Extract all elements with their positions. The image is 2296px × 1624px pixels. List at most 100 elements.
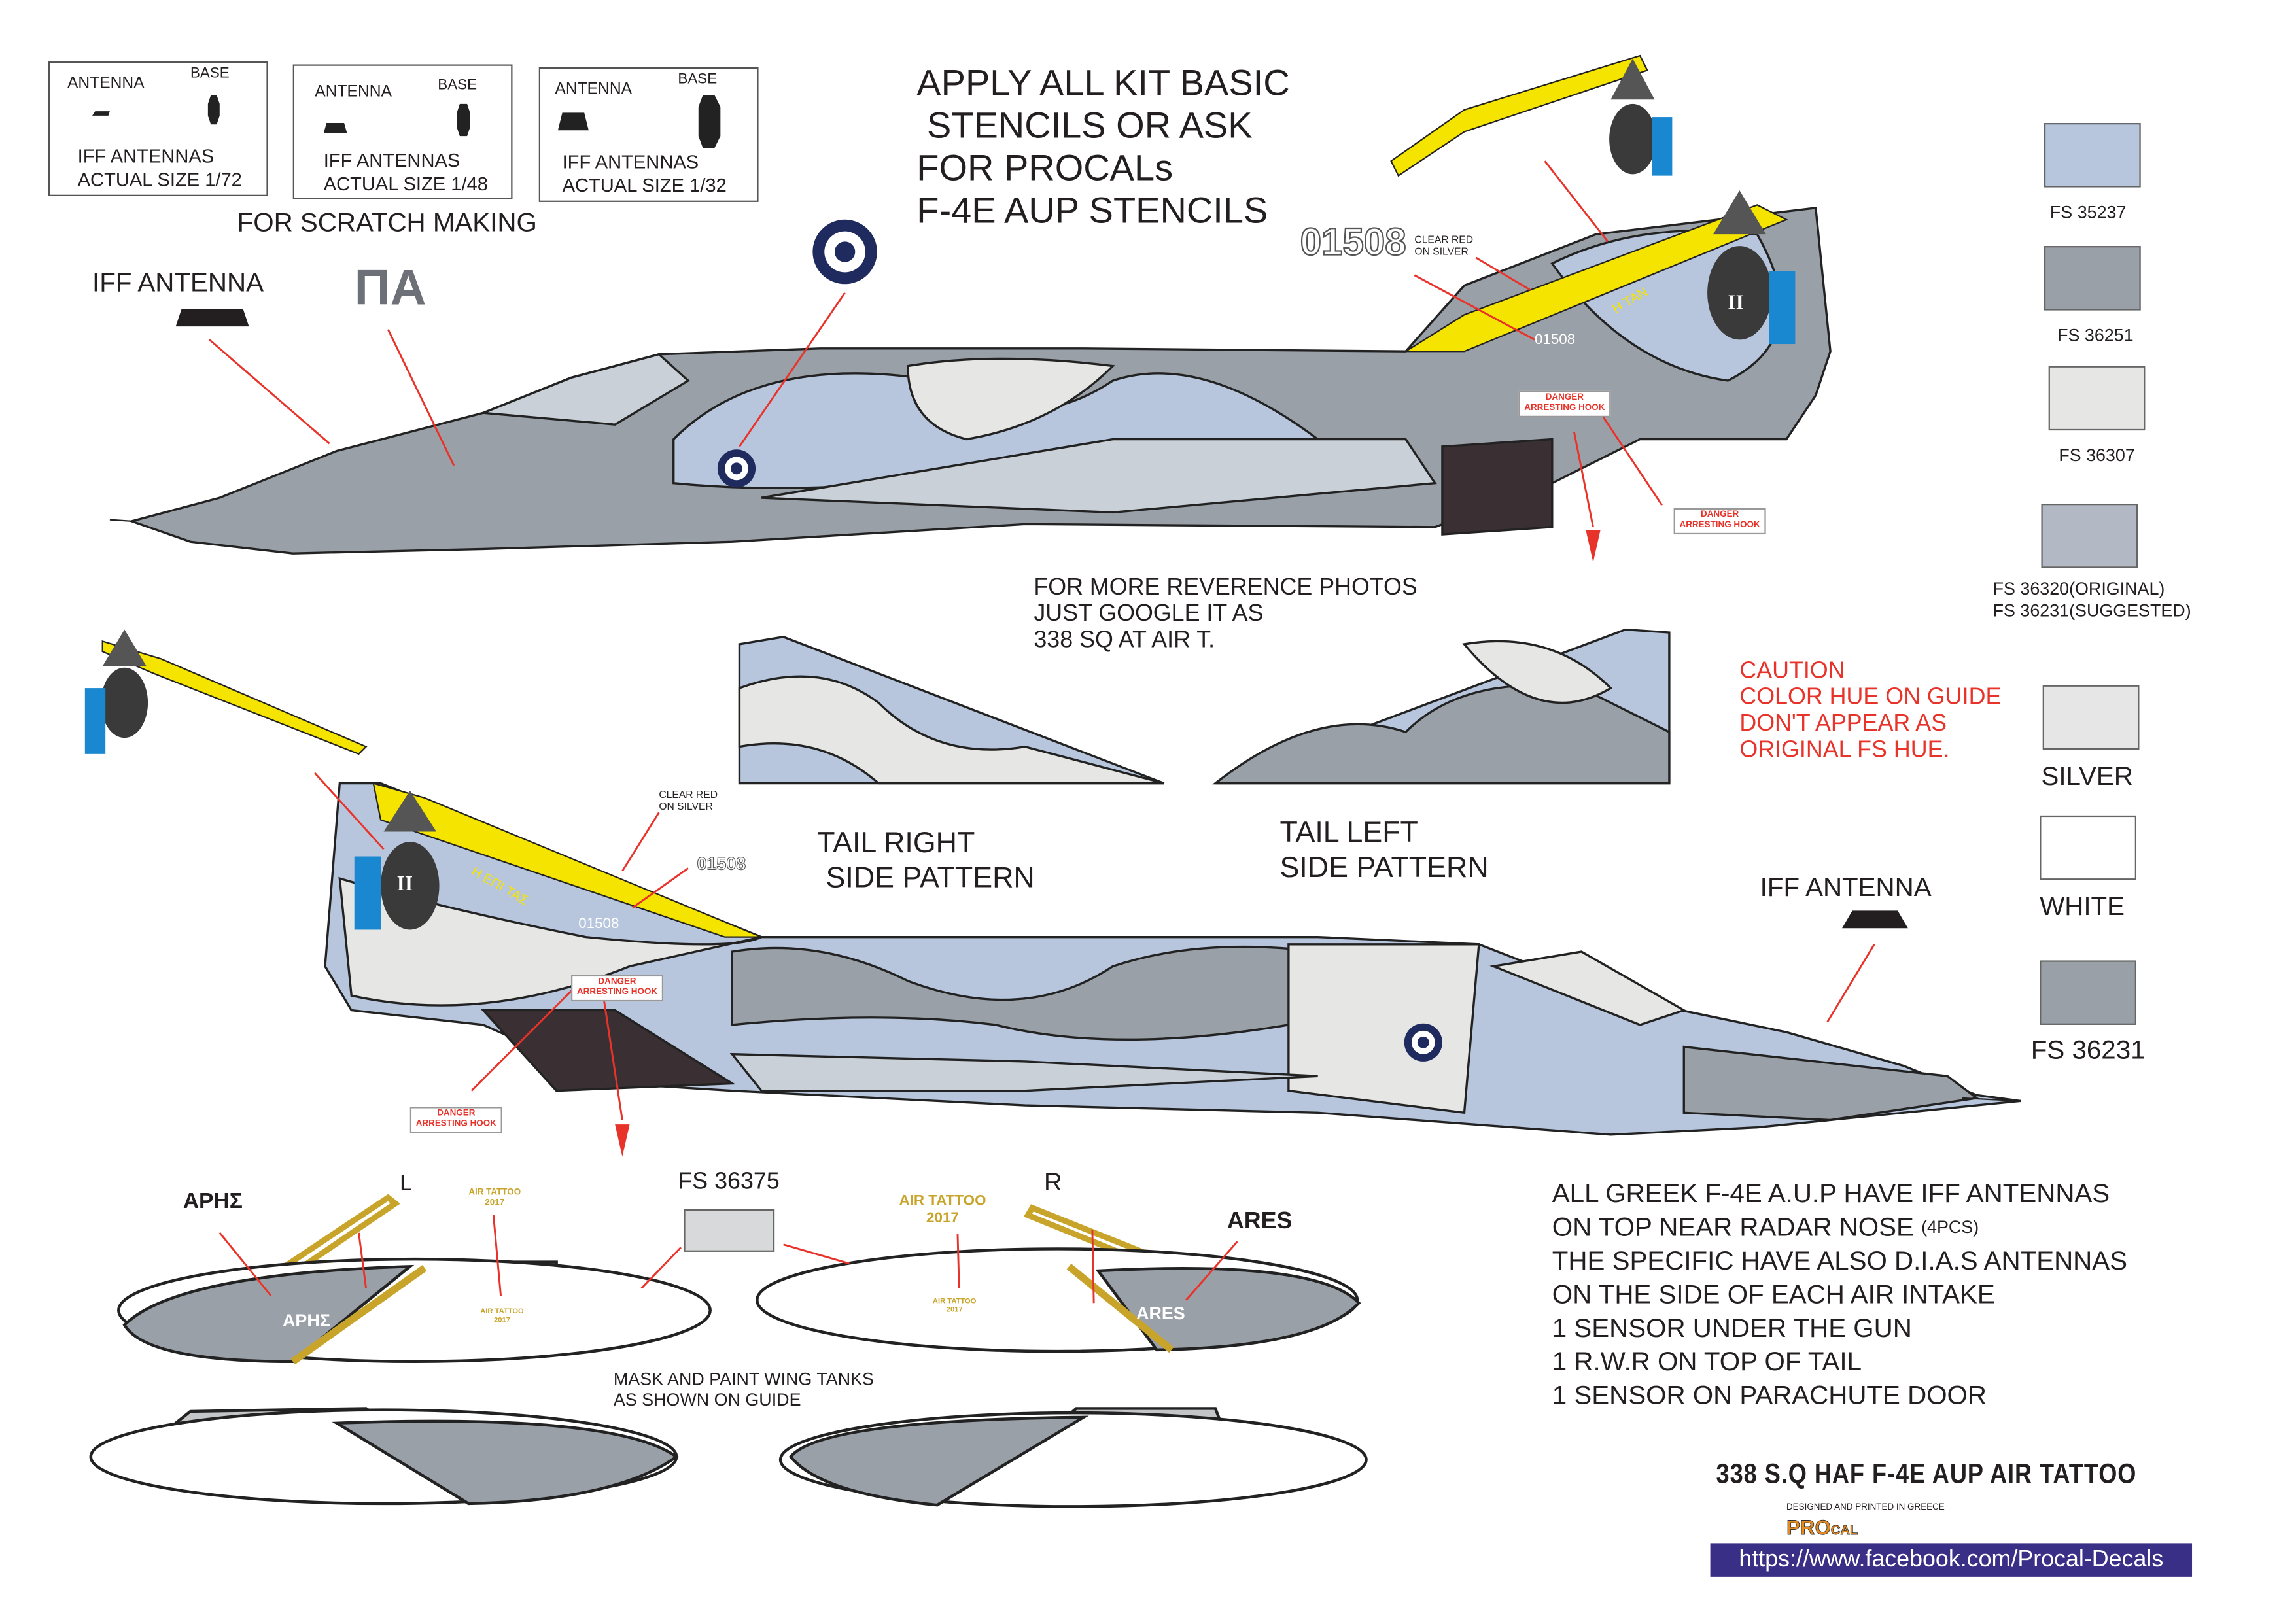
antenna-box-1-72: ANTENNA BASE IFF ANTENNAS ACTUAL SIZE 1/… [48, 61, 268, 196]
label-line: SIDE PATTERN [826, 862, 1035, 895]
base-label: BASE [678, 71, 718, 88]
decal-line: 2017 [926, 1211, 959, 1227]
decal-line: AIR TATTOO [932, 1297, 977, 1306]
aphs-on-tank: ΑΡΗΣ [283, 1310, 330, 1331]
danger-line: ARRESTING HOOK [1679, 521, 1760, 530]
decal-line: AIR TATTOO [468, 1188, 521, 1198]
note-line: CLEAR RED [659, 790, 718, 801]
label-line: TAIL RIGHT [817, 827, 975, 859]
antenna-label: ANTENNA [555, 80, 633, 98]
decal-line: AIR TATTOO [480, 1307, 524, 1317]
swatch-label: FS 36307 [2059, 445, 2135, 466]
badge-numeral: II [396, 874, 413, 896]
base-label: BASE [190, 65, 230, 82]
note-line: ON SILVER [1414, 247, 1469, 258]
danger-line: ARRESTING HOOK [1524, 404, 1605, 413]
swatch-label-line: FS 36231(SUGGESTED) [1992, 600, 2191, 621]
serial-on-tail: 01508 [578, 916, 619, 933]
box-line1: IFF ANTENNAS [323, 149, 461, 171]
caution-line: COLOR HUE ON GUIDE [1739, 685, 2002, 710]
apply-line: F-4E AUP STENCILS [916, 190, 1268, 232]
decal-line: AIR TATTOO [899, 1193, 986, 1210]
designed-note: DESIGNED AND PRINTED IN GREECE [1786, 1503, 1945, 1513]
note-count: (4PCS) [1921, 1217, 1979, 1237]
swatch-label: SILVER [2041, 761, 2133, 791]
label-line: TAIL LEFT [1279, 817, 1418, 850]
apply-line: STENCILS OR ASK [926, 105, 1253, 147]
wizard-badge-icon [1707, 190, 1796, 345]
note-line: 1 SENSOR ON PARACHUTE DOOR [1552, 1380, 1987, 1410]
swatch-fs36231 [2040, 960, 2136, 1025]
swatch-white [2040, 815, 2136, 880]
sheet-title: 338 S.Q HAF F-4E AUP AIR TATTOO [1716, 1459, 2137, 1491]
right-tank-label: R [1044, 1168, 1062, 1196]
swatch-label: FS 36231 [2030, 1035, 2146, 1065]
note-line: ON SILVER [659, 802, 713, 813]
apply-line: APPLY ALL KIT BASIC [916, 63, 1290, 104]
box-line2: ACTUAL SIZE 1/48 [323, 173, 488, 195]
note-line: 1 R.W.R ON TOP OF TAIL [1552, 1347, 1862, 1377]
antenna-shapes [323, 103, 470, 137]
left-tank-label: L [400, 1171, 412, 1196]
wizard-badge-icon [84, 629, 148, 754]
procal-logo: PROCAL [1786, 1515, 1858, 1542]
note-line: CLEAR RED [1414, 235, 1474, 247]
apply-line: FOR PROCALs [916, 148, 1174, 189]
fs36375-label: FS 36375 [678, 1169, 780, 1195]
iff-antenna-label-right: IFF ANTENNA [1760, 872, 1932, 902]
note-line: ON TOP NEAR RADAR NOSE (4PCS) [1552, 1211, 2127, 1244]
danger-line: DANGER [1545, 394, 1584, 403]
antenna-box-1-48: ANTENNA BASE IFF ANTENNAS ACTUAL SIZE 1/… [292, 64, 513, 199]
logo-pro: PRO [1786, 1515, 1832, 1539]
swatch-label: FS 36251 [2057, 324, 2134, 346]
note-line: ON THE SIDE OF EACH AIR INTAKE [1552, 1279, 1995, 1309]
swatch-fs36307 [2048, 366, 2146, 431]
base-label: BASE [438, 77, 478, 94]
swatch-label: WHITE [2040, 891, 2125, 922]
note-line: AS SHOWN ON GUIDE [613, 1389, 801, 1410]
box-line1: IFF ANTENNAS [562, 150, 699, 173]
danger-line: DANGER [1701, 511, 1739, 520]
antenna-label: ANTENNA [67, 75, 145, 93]
swatch-label: FS 35237 [2049, 201, 2127, 223]
facebook-url-link[interactable]: https://www.facebook.com/Procal-Decals [1710, 1543, 2193, 1577]
serial-outline-small: 01508 [697, 853, 746, 874]
note-line: 1 SENSOR UNDER THE GUN [1552, 1313, 1912, 1343]
caution-line: ORIGINAL FS HUE. [1739, 738, 1950, 763]
wizard-badge-icon [354, 790, 440, 930]
aphs-decal: ΑΡΗΣ [183, 1188, 243, 1214]
antenna-notes: ALL GREEK F-4E A.U.P HAVE IFF ANTENNAS O… [1552, 1177, 2127, 1413]
box-line2: ACTUAL SIZE 1/72 [77, 168, 242, 191]
note-line: THE SPECIFIC HAVE ALSO D.I.A.S ANTENNAS [1552, 1245, 2128, 1275]
scratch-note: FOR SCRATCH MAKING [237, 207, 537, 237]
label-line: SIDE PATTERN [1279, 852, 1489, 885]
antenna-shapes [92, 95, 220, 125]
iff-antenna-label: IFF ANTENNA [92, 268, 264, 298]
antenna-shapes [557, 95, 721, 148]
reference-note: FOR MORE REVERENCE PHOTOS JUST GOOGLE IT… [1034, 576, 1417, 655]
ref-line: FOR MORE REVERENCE PHOTOS [1034, 575, 1418, 600]
apply-note: APPLY ALL KIT BASIC STENCILS OR ASK FOR … [916, 63, 1289, 233]
box-line1: IFF ANTENNAS [77, 145, 215, 167]
roundel-icon [812, 219, 877, 285]
ref-line: JUST GOOGLE IT AS [1034, 602, 1264, 627]
swatch-fs35237 [2044, 123, 2141, 188]
decal-line: 2017 [946, 1305, 963, 1315]
ares-on-tank: ARES [1136, 1303, 1185, 1324]
serial-outline: 01508 [1300, 219, 1407, 264]
ares-decal: ARES [1226, 1209, 1293, 1235]
